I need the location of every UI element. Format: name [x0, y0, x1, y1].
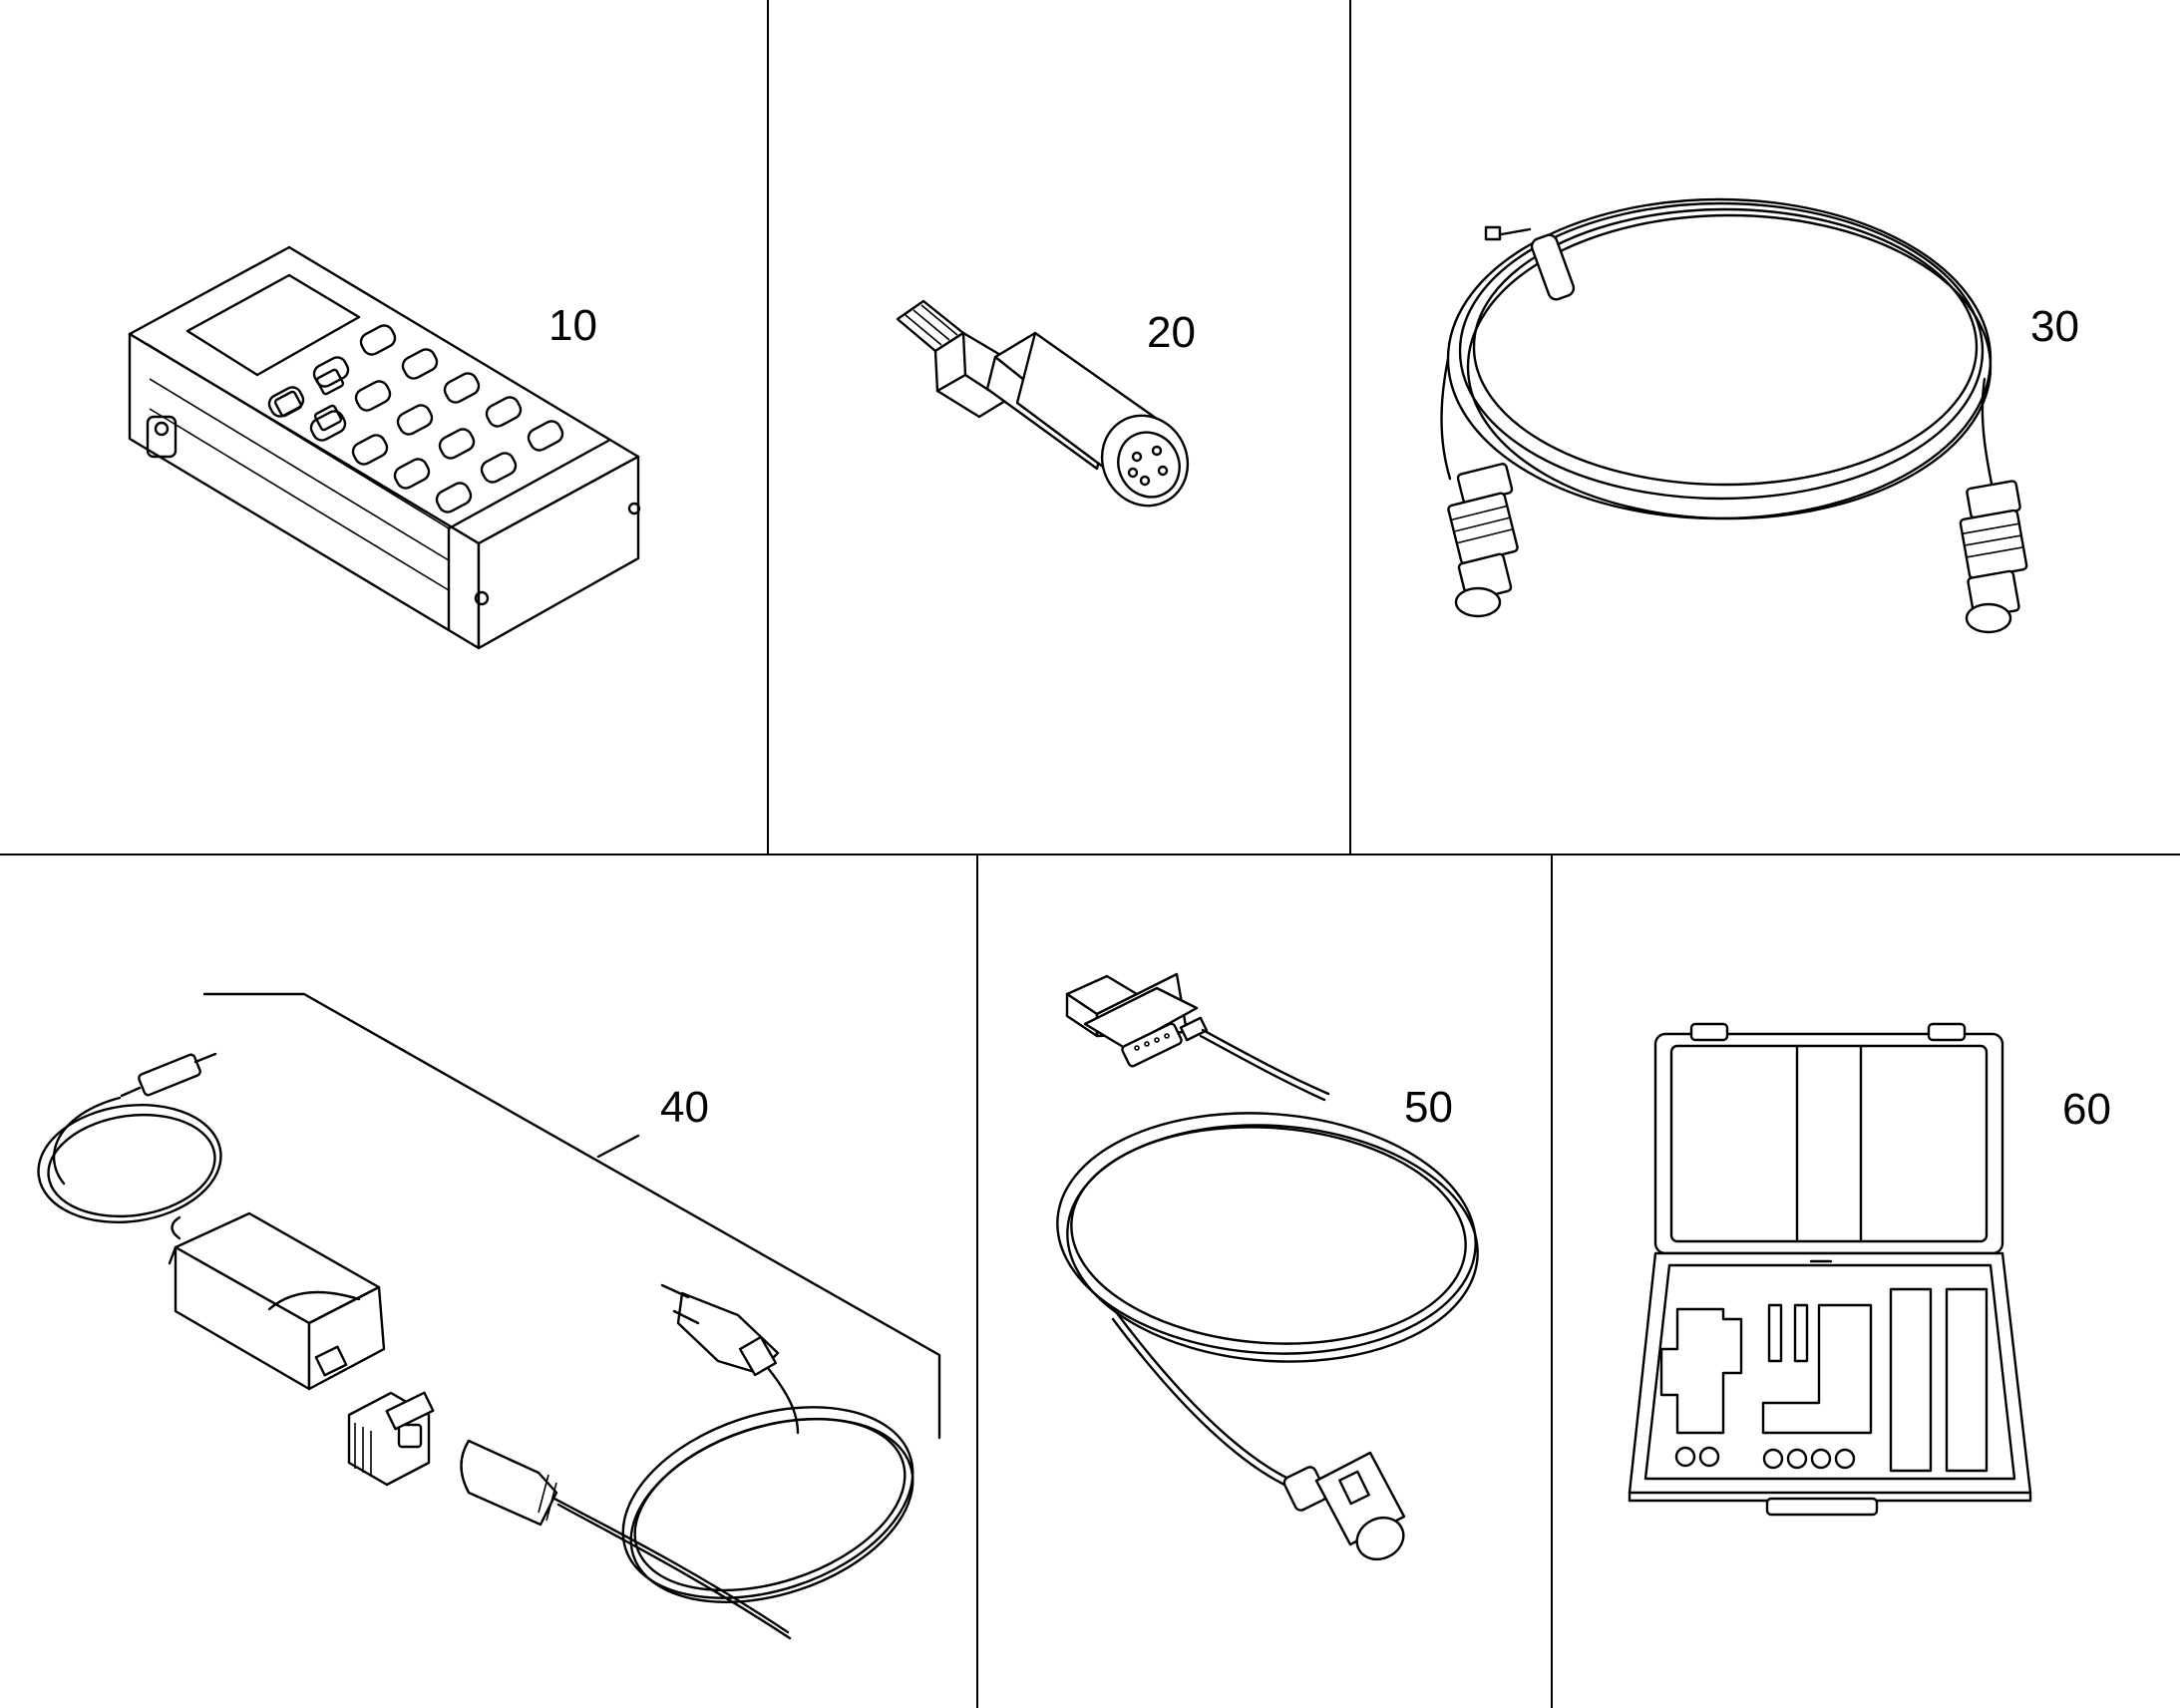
serial-data-cable-icon — [1056, 972, 1479, 1561]
item-60-label: 60 — [2062, 1085, 2111, 1134]
item-50-panel: 50 — [977, 854, 1552, 1708]
handheld-meter-icon — [128, 245, 641, 650]
item-60-panel: 60 — [1552, 854, 2180, 1708]
item-20-panel: 20 — [768, 0, 1350, 854]
measuring-cable-icon — [1440, 197, 2028, 634]
item-40-panel: 40 — [0, 854, 977, 1708]
power-supply-set-icon — [37, 992, 941, 1640]
item-10-label: 10 — [548, 301, 597, 350]
item-40-label: 40 — [660, 1083, 709, 1132]
item-30-panel: 30 — [1350, 0, 2180, 854]
carrying-case-icon — [1628, 1022, 2032, 1517]
item-20-label: 20 — [1147, 308, 1196, 357]
pressure-sensor-icon — [896, 299, 1190, 508]
item-10-panel: 10 — [0, 0, 768, 854]
item-30-label: 30 — [2030, 302, 2079, 351]
item-50-label: 50 — [1404, 1083, 1453, 1132]
